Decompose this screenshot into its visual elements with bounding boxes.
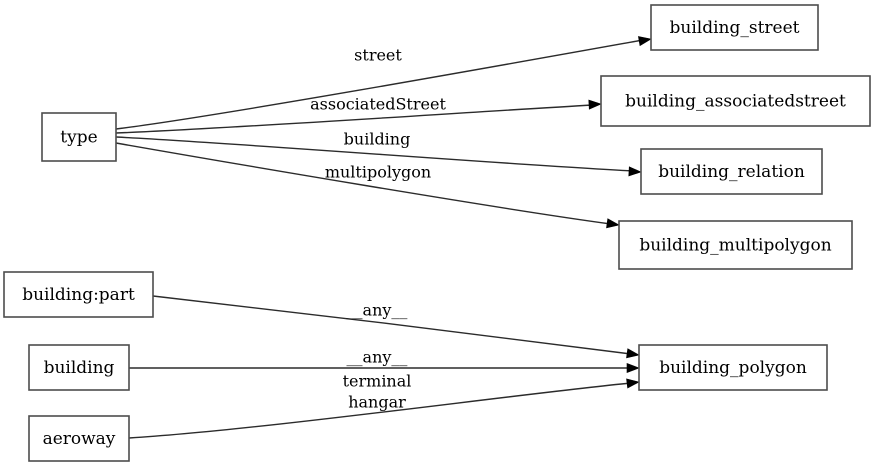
node-label: aeroway	[43, 429, 116, 449]
edge-label: multipolygon	[325, 163, 431, 182]
node-box[interactable]	[638, 344, 828, 391]
node-box[interactable]	[650, 4, 819, 51]
edge-type-multipolygon	[115, 142, 620, 229]
arrowhead-icon	[606, 218, 620, 229]
node-building_associatedstreet[interactable]: building_associatedstreet	[600, 75, 871, 127]
edge-label-secondary: hangar	[348, 393, 406, 412]
arrowhead-icon	[626, 378, 640, 389]
node-label: type	[60, 128, 97, 148]
node-building_part[interactable]: building:part	[3, 271, 154, 318]
edge-line	[115, 104, 594, 134]
arrowhead-icon	[638, 36, 652, 47]
arrowhead-icon	[588, 99, 602, 110]
edge-type-building	[115, 136, 642, 177]
edge-line	[128, 382, 632, 439]
edge-line	[152, 295, 632, 355]
edge-label: __any__	[347, 348, 408, 367]
node-building_multipolygon[interactable]: building_multipolygon	[618, 220, 853, 270]
edges-layer	[115, 36, 652, 439]
arrowhead-icon	[626, 348, 640, 359]
node-building[interactable]: building	[28, 344, 130, 391]
node-label: building_multipolygon	[639, 236, 831, 256]
node-label: building:part	[22, 285, 135, 305]
node-box[interactable]	[41, 112, 117, 162]
node-label: building_relation	[658, 162, 805, 182]
node-box[interactable]	[600, 75, 871, 127]
edge-labels-layer: street associatedStreet building multipolyg…	[310, 46, 446, 412]
node-box[interactable]	[618, 220, 853, 270]
node-box[interactable]	[640, 148, 823, 195]
node-building_polygon[interactable]: building_polygon	[638, 344, 828, 391]
node-box[interactable]	[3, 271, 154, 318]
edge-buildingpart-any	[152, 295, 640, 359]
node-box[interactable]	[28, 344, 130, 391]
edge-line	[115, 39, 644, 130]
node-building_relation[interactable]: building_relation	[640, 148, 823, 195]
edge-label: terminal	[343, 372, 412, 391]
edge-label: building	[344, 130, 411, 149]
edge-label: street	[354, 46, 402, 65]
node-label: building_street	[670, 18, 800, 38]
arrowhead-icon	[628, 166, 642, 177]
edge-label: associatedStreet	[310, 95, 446, 114]
node-type[interactable]: type	[41, 112, 117, 162]
edge-line	[115, 142, 612, 225]
edge-building-any	[129, 362, 640, 374]
node-box[interactable]	[28, 415, 130, 462]
node-label: building	[44, 358, 115, 378]
node-label: building_associatedstreet	[625, 92, 846, 112]
edge-label: __any__	[347, 301, 408, 320]
edge-type-associatedstreet	[115, 99, 602, 134]
nodes-layer: type building_street building_associatedst…	[3, 4, 871, 462]
edge-type-street	[115, 36, 652, 130]
node-label: building_polygon	[659, 358, 807, 378]
arrowhead-icon	[626, 362, 640, 374]
node-aeroway[interactable]: aeroway	[28, 415, 130, 462]
edge-aeroway-terminal-hangar	[128, 378, 640, 439]
edge-line	[115, 136, 634, 172]
node-building_street[interactable]: building_street	[650, 4, 819, 51]
